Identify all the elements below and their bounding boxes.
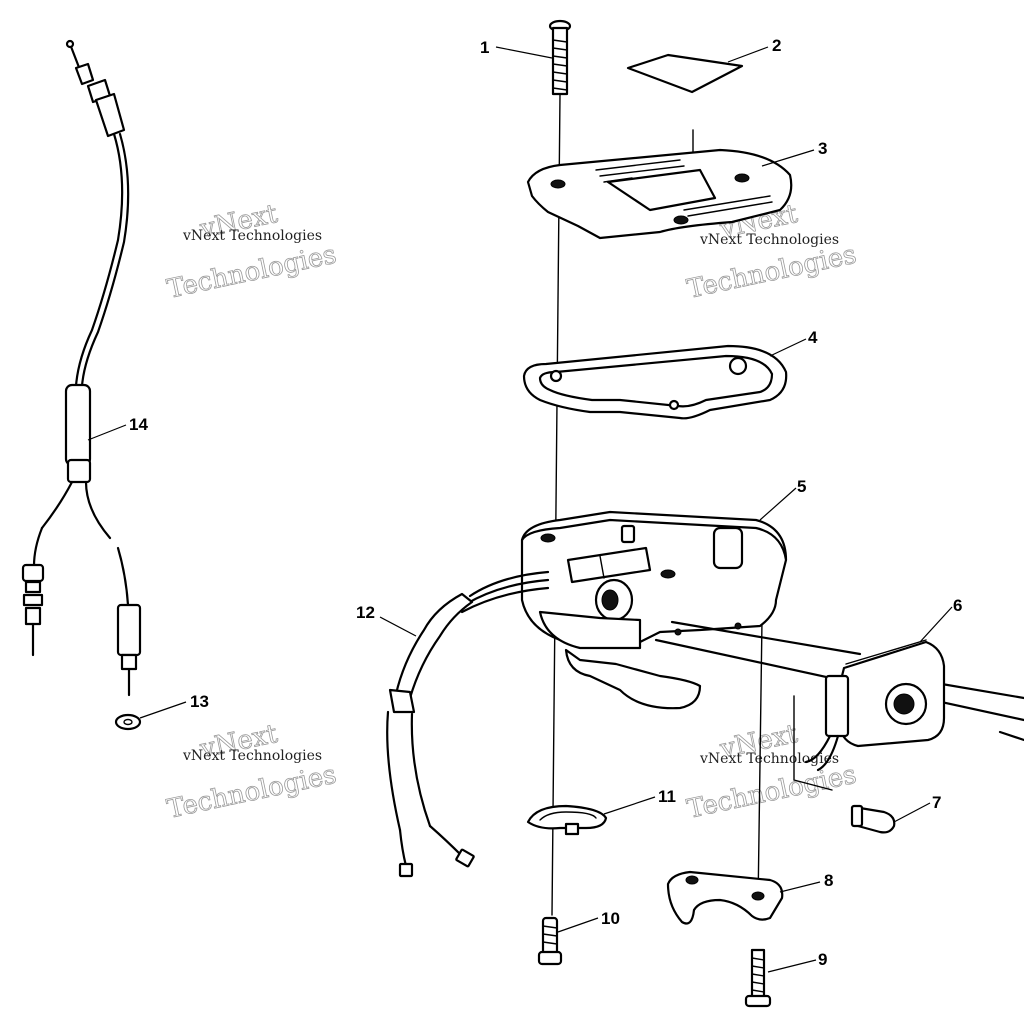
callout-12: 12 <box>356 603 375 622</box>
callout-2: 2 <box>772 36 781 55</box>
callout-leader-2 <box>727 46 769 63</box>
callout-leader-12 <box>379 616 417 637</box>
bulb <box>850 804 896 834</box>
watermark-line: vNext Technologies <box>699 232 839 248</box>
watermark-word: Technologies <box>684 240 859 305</box>
callout-6: 6 <box>953 596 962 615</box>
watermark-word: Technologies <box>684 760 859 825</box>
watermark-word: Technologies <box>164 760 339 825</box>
wire-harness <box>386 570 550 878</box>
callout-leader-4 <box>769 338 807 357</box>
switch-housing <box>520 510 788 710</box>
watermark-bottom-left: vNext Technologies <box>164 719 339 826</box>
callout-10: 10 <box>601 909 620 928</box>
callout-leader-8 <box>779 881 821 893</box>
handlebar-clamp <box>666 870 784 925</box>
gasket <box>522 344 788 420</box>
callout-leader-5 <box>759 487 797 521</box>
callout-leader-13 <box>139 701 187 719</box>
throttle-cable <box>21 39 142 697</box>
callout-14: 14 <box>129 415 148 434</box>
retainer-clip <box>526 804 608 836</box>
watermark-line: vNext Technologies <box>699 751 839 767</box>
top-screw <box>548 19 572 96</box>
housing-screw <box>537 916 563 966</box>
callout-8: 8 <box>824 871 833 890</box>
clamp-axis-line <box>757 619 763 906</box>
callout-7: 7 <box>932 793 941 812</box>
callout-9: 9 <box>818 950 827 969</box>
watermark-line: vNext Technologies <box>182 748 322 764</box>
callout-4: 4 <box>808 328 818 347</box>
callout-leader-1 <box>495 46 553 59</box>
screw-axis-line <box>551 94 561 916</box>
callout-leader-3 <box>761 149 815 167</box>
indicator-housing <box>793 639 946 791</box>
callout-leader-6 <box>919 606 953 643</box>
callout-5: 5 <box>797 477 806 496</box>
watermark-line: vNext Technologies <box>182 228 322 244</box>
callout-leader-14 <box>87 424 127 441</box>
callout-13: 13 <box>190 692 209 711</box>
callout-leader-7 <box>893 802 931 823</box>
top-cover <box>526 148 793 240</box>
clamp-screw <box>744 948 772 1008</box>
callout-3: 3 <box>818 139 827 158</box>
callout-leader-10 <box>557 917 599 933</box>
window-lens <box>626 53 744 94</box>
watermark-word: Technologies <box>164 240 339 305</box>
callout-leader-11 <box>603 796 656 815</box>
callout-leader-9 <box>767 959 817 973</box>
callout-11: 11 <box>658 787 676 806</box>
washer <box>114 713 142 731</box>
callout-1: 1 <box>480 38 489 57</box>
watermark-top-left: vNext Technologies <box>164 199 339 306</box>
